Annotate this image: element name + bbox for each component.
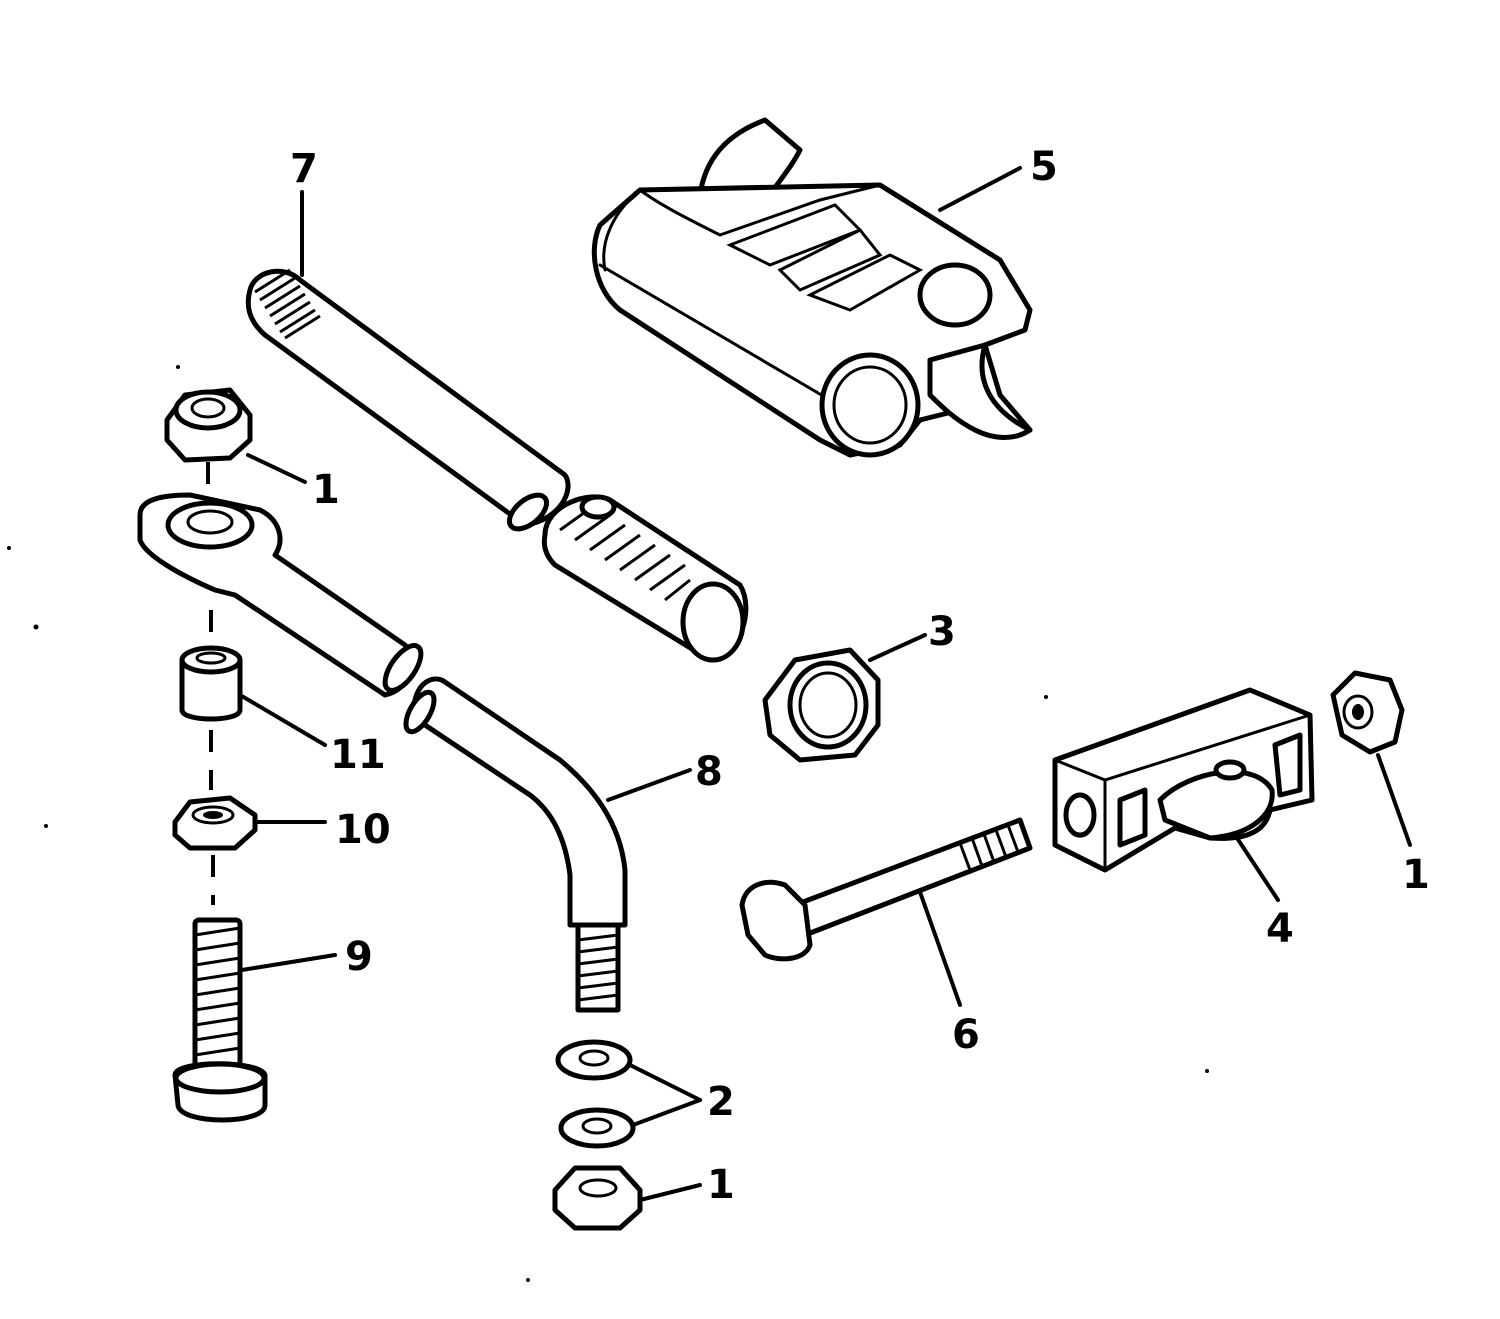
part-6-threads	[958, 824, 1020, 871]
alignment-lines	[206, 462, 215, 905]
part-9-bolt	[172, 917, 268, 1123]
callout-7: 7	[290, 146, 318, 192]
part-8-tie-rod	[137, 492, 628, 1013]
callout-1-top: 1	[312, 467, 340, 513]
scan-specks	[7, 365, 1209, 1282]
callout-2: 2	[707, 1079, 735, 1125]
callout-11: 11	[330, 732, 386, 778]
part-11-spacer	[179, 645, 243, 722]
part-1-nut-right	[1330, 670, 1405, 755]
callout-10: 10	[335, 807, 391, 853]
part-6-bolt	[739, 817, 1033, 962]
callout-4: 4	[1266, 906, 1294, 952]
part-4-clevis	[1052, 687, 1315, 873]
part-9-threads	[194, 926, 241, 1057]
part-7-threads-right	[559, 503, 691, 602]
callout-9: 9	[345, 934, 373, 980]
callout-3: 3	[928, 609, 956, 655]
leader-lines	[238, 166, 1412, 1202]
part-1-nut-bottom	[552, 1165, 643, 1231]
part-7-tube	[245, 268, 749, 663]
part-3-nut	[762, 647, 881, 763]
callout-5: 5	[1030, 144, 1058, 190]
callout-1-right: 1	[1402, 852, 1430, 898]
part-5-bracket	[591, 117, 1033, 458]
callout-6: 6	[952, 1012, 980, 1058]
part-2-washers	[555, 1039, 636, 1149]
callout-labels: 7 5 1 3 11 10 8 9 6 4 1 2 1	[290, 144, 1430, 1208]
part-8-threads	[577, 933, 619, 1002]
part-7-threads-left	[254, 268, 321, 340]
callout-1-bottom: 1	[707, 1162, 735, 1208]
callout-8: 8	[695, 749, 723, 795]
part-10-nut	[172, 795, 258, 851]
part-1-nut-top	[164, 387, 253, 463]
